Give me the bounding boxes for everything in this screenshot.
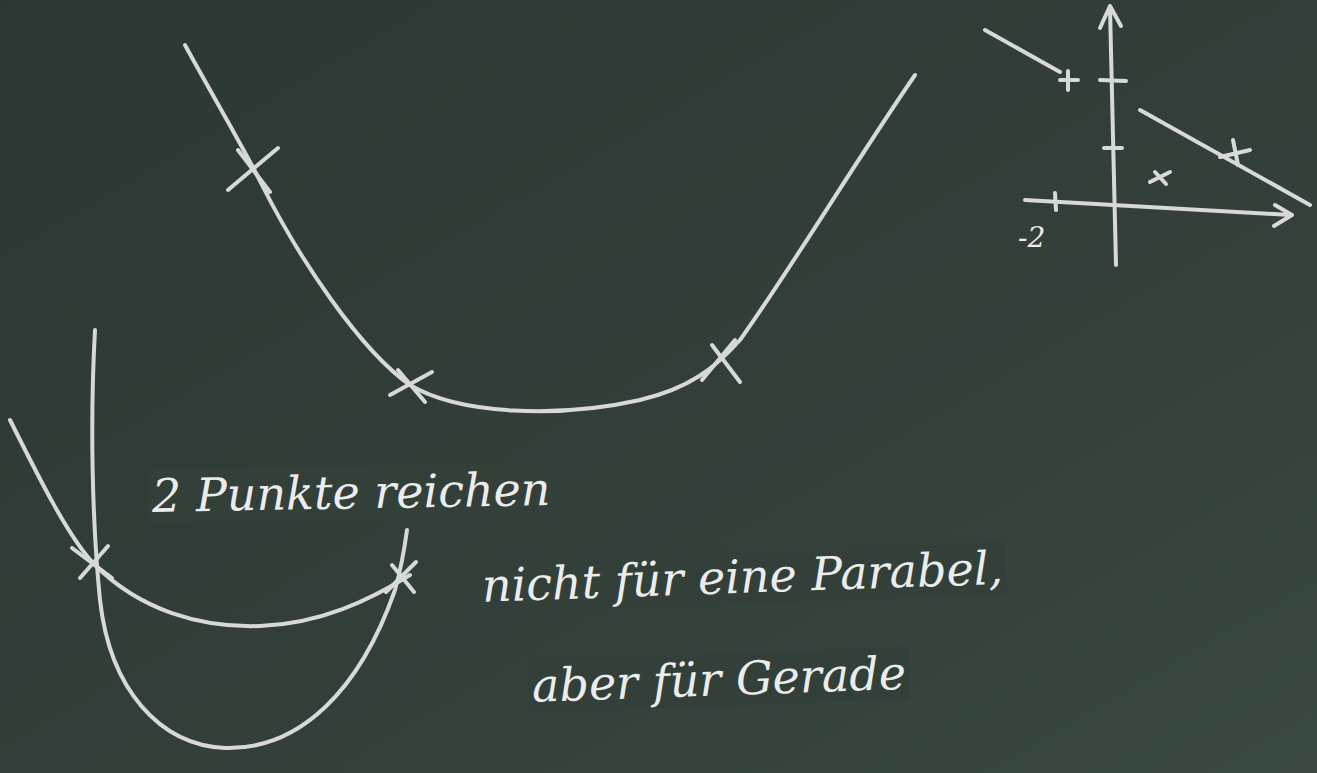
note-text: nicht für eine Parabel, — [477, 542, 1008, 613]
axis-tick — [1055, 80, 1126, 210]
point-cross — [228, 148, 740, 402]
y-axis — [1100, 6, 1121, 265]
parabola-curve — [185, 45, 915, 411]
point-mark — [1150, 172, 1170, 184]
narrow-parabola-curve — [92, 330, 407, 748]
line-segment — [985, 30, 1060, 72]
note-text: aber für Gerade — [527, 647, 911, 713]
point-cross — [72, 546, 416, 592]
straight-line — [1140, 110, 1310, 205]
note-text: 2 Punkte reichen — [148, 463, 555, 523]
wide-parabola-curve — [10, 420, 410, 626]
x-axis — [1025, 200, 1292, 226]
axis-label: -2 — [1014, 222, 1049, 254]
point-mark — [1060, 71, 1078, 90]
point-mark — [1220, 140, 1250, 165]
